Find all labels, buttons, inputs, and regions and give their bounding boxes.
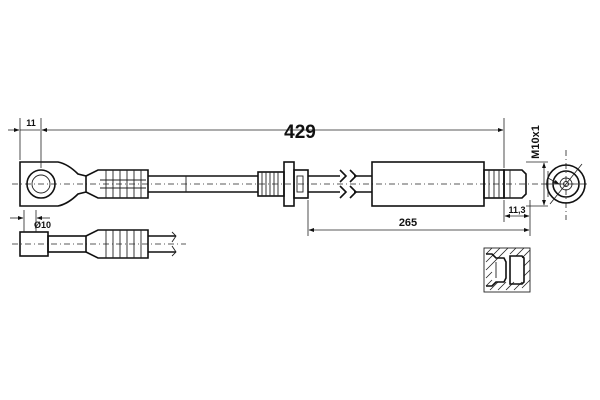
nut-offset-label: 11,3 <box>508 205 525 215</box>
hose-segment-left <box>148 175 258 193</box>
nut-end-view <box>542 150 590 220</box>
total-length-label: 429 <box>284 122 316 143</box>
thread-port-section <box>483 247 531 293</box>
hose-side-view <box>12 161 585 207</box>
hose-segment-middle <box>308 169 372 199</box>
eye-fitting-side-view <box>10 210 186 259</box>
crimp-sleeve-left <box>85 169 149 199</box>
end-offset-label: 11 <box>26 118 36 128</box>
crimp-sleeve-right <box>483 169 527 199</box>
dimension-lines <box>8 118 548 236</box>
diameter-label: Ø10 <box>34 220 51 230</box>
bracket-fitting <box>257 161 309 207</box>
thread-label: M10x1 <box>530 125 542 159</box>
sleeve-length-label: 265 <box>399 217 417 229</box>
